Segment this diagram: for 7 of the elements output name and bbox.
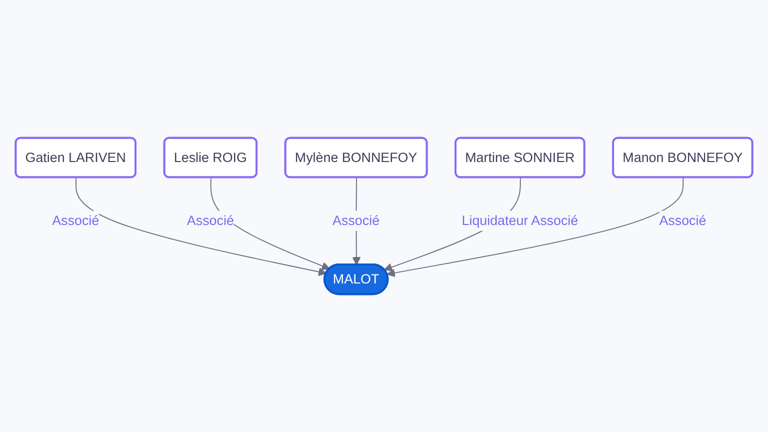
edge-label: Associé: [52, 212, 100, 228]
edge-label: Associé: [186, 212, 234, 228]
arrow: [386, 177, 684, 278]
arrow: [76, 177, 327, 276]
edge-label: Liquidateur Associé: [462, 212, 578, 228]
edge-label: Associé: [659, 212, 706, 228]
edge-label: Associé: [332, 212, 380, 228]
